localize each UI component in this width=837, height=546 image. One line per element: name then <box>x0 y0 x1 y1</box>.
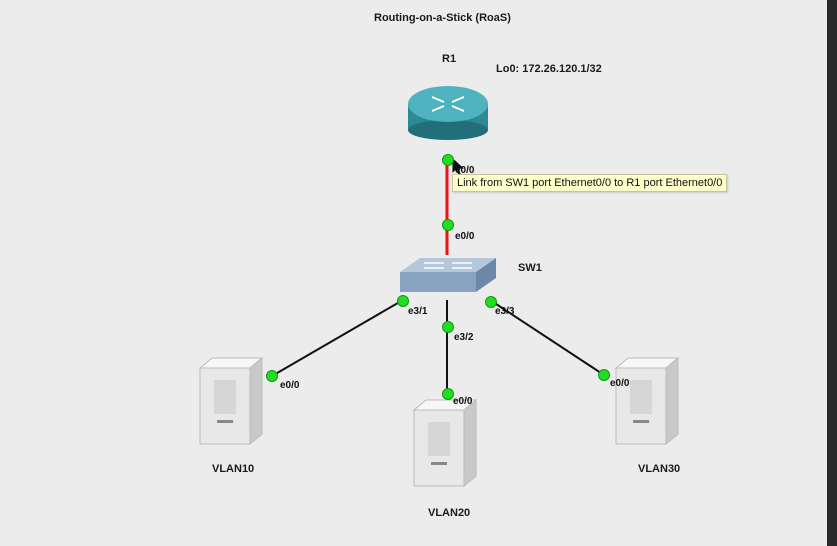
vlan30-port-label: e0/0 <box>610 378 630 389</box>
port-dot-vlan30-e0-0[interactable] <box>598 369 610 381</box>
router-port-label: e0/0 <box>455 165 475 176</box>
switch-icon[interactable] <box>400 258 496 292</box>
router-loopback-label: Lo0: 172.26.120.1/32 <box>496 63 602 75</box>
server-icon-vlan20[interactable] <box>412 398 478 488</box>
vlan30-host-label: VLAN30 <box>638 463 681 475</box>
port-dot-sw1-e3-1[interactable] <box>397 295 409 307</box>
port-dot-sw1-e3-3[interactable] <box>485 296 497 308</box>
vlan20-port-label: e0/0 <box>453 396 473 407</box>
switch-name-label: SW1 <box>518 262 542 274</box>
vlan10-port-label: e0/0 <box>280 380 300 391</box>
router-icon[interactable] <box>408 86 488 140</box>
port-dot-sw1-e0-0[interactable] <box>442 219 454 231</box>
vlan20-host-label: VLAN20 <box>428 507 471 519</box>
switch-uplink-port-label: e0/0 <box>455 231 475 242</box>
vlan10-host-label: VLAN10 <box>212 463 255 475</box>
port-dot-vlan10-e0-0[interactable] <box>266 370 278 382</box>
server-icon-vlan30[interactable] <box>614 356 680 446</box>
router-name-label: R1 <box>442 53 457 65</box>
switch-port-e3-2-label: e3/2 <box>454 332 474 343</box>
switch-port-e3-3-label: e3/3 <box>495 306 515 317</box>
port-dot-sw1-e3-2[interactable] <box>442 321 454 333</box>
port-dot-r1-e0-0[interactable] <box>442 154 454 166</box>
diagram-title: Routing-on-a-Stick (RoaS) <box>374 12 511 24</box>
window-edge <box>827 0 837 546</box>
port-dot-vlan20-e0-0[interactable] <box>442 388 454 400</box>
link-sw1-vlan30[interactable] <box>489 299 605 376</box>
switch-port-e3-1-label: e3/1 <box>408 306 428 317</box>
link-sw1-vlan10[interactable] <box>271 299 404 377</box>
link-tooltip: Link from SW1 port Ethernet0/0 to R1 por… <box>452 174 728 192</box>
server-icon-vlan10[interactable] <box>198 356 264 446</box>
